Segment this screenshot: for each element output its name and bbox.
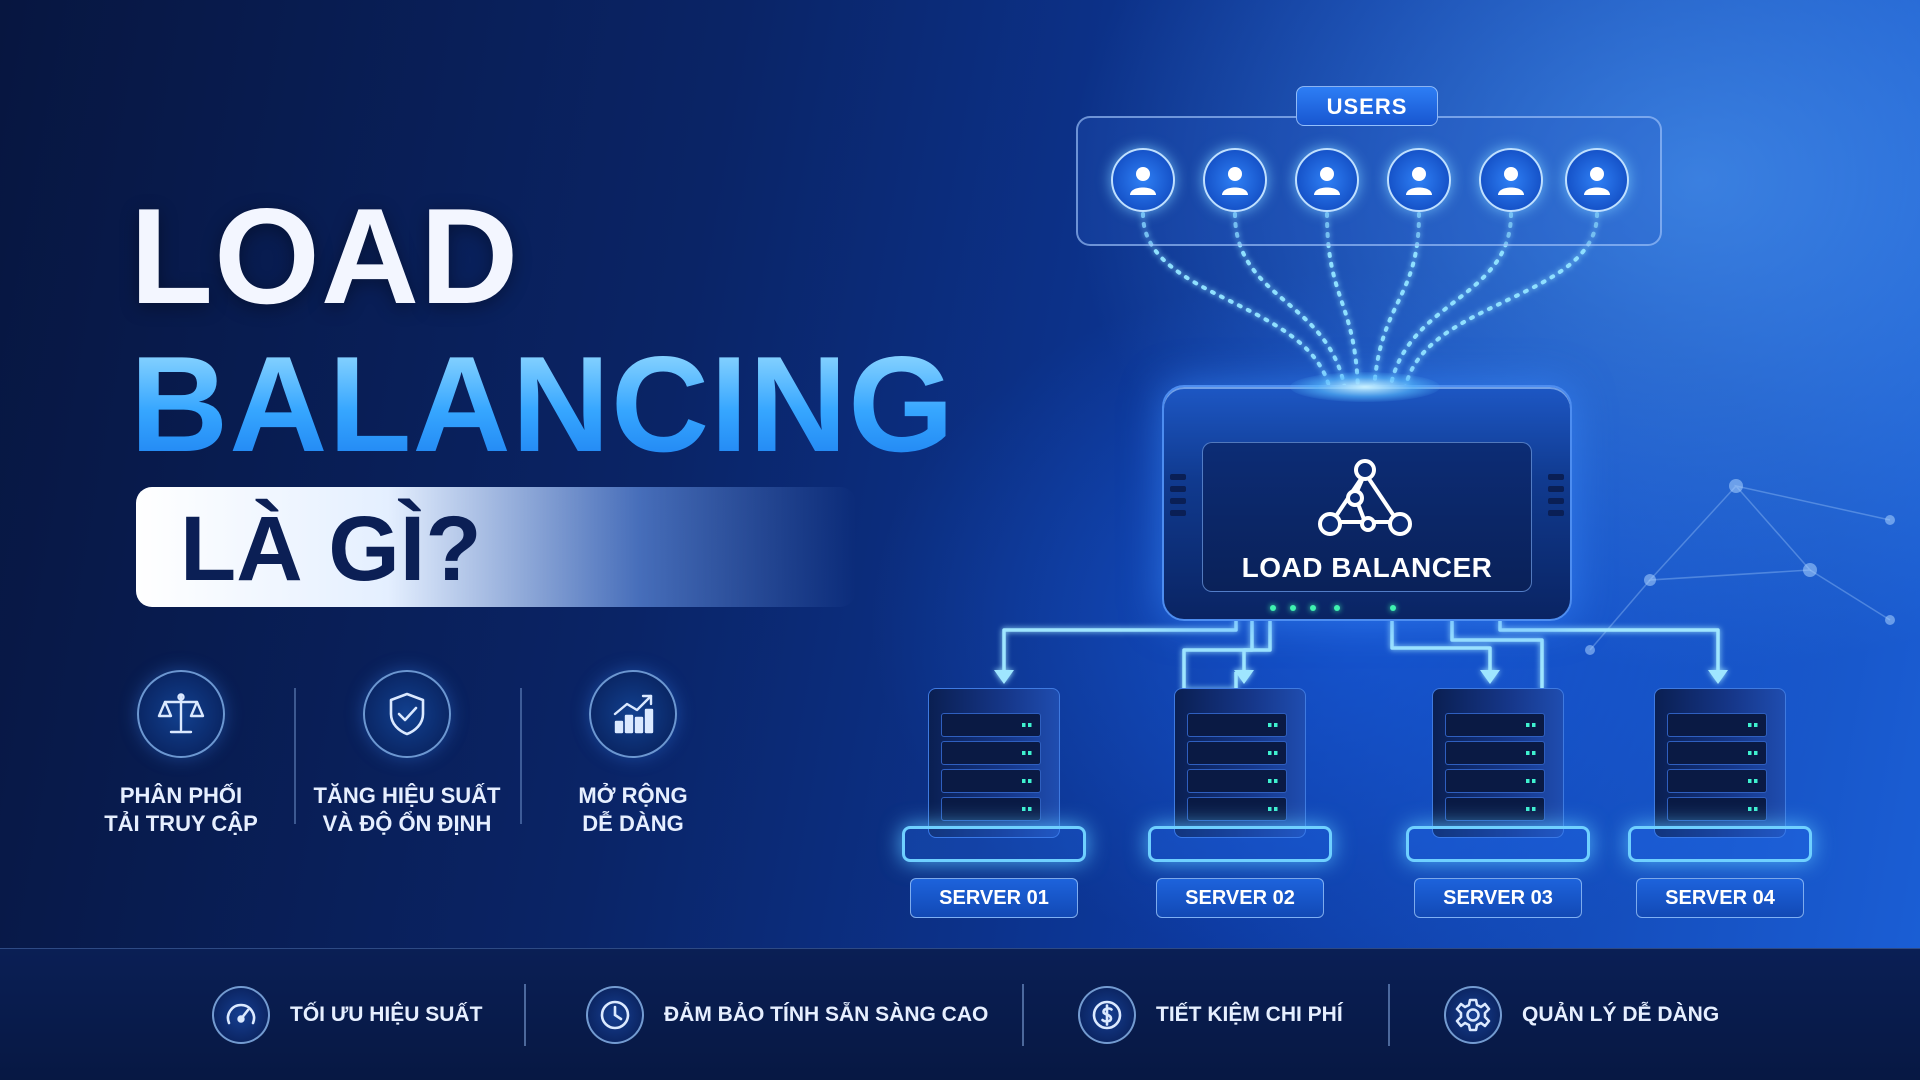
status-led (1310, 605, 1316, 611)
feature-label-line1: MỞ RỘNG (578, 783, 688, 808)
growth-chart-icon (589, 670, 677, 758)
server-label: SERVER 04 (1636, 878, 1804, 918)
feature-label-line2: DỄ DÀNG (582, 811, 684, 836)
benefit-divider (1388, 984, 1390, 1046)
vent-slot (1170, 498, 1186, 504)
feature-label-line1: TĂNG HIỆU SUẤT (313, 783, 501, 808)
benefit-divider (524, 984, 526, 1046)
server-platform (902, 826, 1086, 862)
benefit-divider (1022, 984, 1024, 1046)
feature-load-distribution: PHÂN PHỐI TẢI TRUY CẬP (76, 670, 286, 838)
user-avatar-icon (1387, 148, 1451, 212)
benefit-label: TIẾT KIỆM CHI PHÍ (1156, 1003, 1343, 1026)
title-line-2: BALANCING (130, 328, 955, 480)
feature-divider (294, 688, 296, 824)
load-balancer-label: LOAD BALANCER (1241, 552, 1493, 583)
server-rack-icon (928, 688, 1060, 838)
users-label: USERS (1296, 86, 1438, 126)
benefit-label: ĐẢM BẢO TÍNH SẴN SÀNG CAO (664, 1003, 989, 1026)
vent-slot (1548, 510, 1564, 516)
server-label: SERVER 03 (1414, 878, 1582, 918)
benefit-cost-saving: TIẾT KIỆM CHI PHÍ (1078, 985, 1343, 1045)
user-avatar-icon (1565, 148, 1629, 212)
server-02: SERVER 02 (1148, 688, 1332, 918)
benefits-bar (0, 948, 1920, 1080)
server-04: SERVER 04 (1628, 688, 1812, 918)
status-led (1334, 605, 1340, 611)
vent-slot (1170, 474, 1186, 480)
feature-label-line1: PHÂN PHỐI (119, 783, 243, 808)
benefit-high-availability: ĐẢM BẢO TÍNH SẴN SÀNG CAO (586, 985, 988, 1045)
user-avatar-icon (1203, 148, 1267, 212)
benefit-easy-management: QUẢN LÝ DỄ DÀNG (1444, 985, 1719, 1045)
subtitle-text: LÀ GÌ? (180, 498, 482, 600)
network-decoration (1585, 479, 1895, 655)
feature-label-line2: TẢI TRUY CẬP (104, 811, 258, 836)
speedometer-icon (212, 986, 270, 1044)
user-avatar-icon (1295, 148, 1359, 212)
server-label: SERVER 02 (1156, 878, 1324, 918)
load-balancer-glow (1290, 372, 1440, 402)
server-platform (1148, 826, 1332, 862)
vent-slot (1548, 498, 1564, 504)
user-avatar-icon (1479, 148, 1543, 212)
server-rack-icon (1432, 688, 1564, 838)
server-01: SERVER 01 (902, 688, 1086, 918)
feature-label-line2: VÀ ĐỘ ỔN ĐỊNH (322, 811, 492, 836)
status-led (1270, 605, 1276, 611)
benefit-label: QUẢN LÝ DỄ DÀNG (1522, 1003, 1720, 1026)
benefit-label: TỐI ƯU HIỆU SUẤT (290, 1003, 483, 1026)
feature-divider (520, 688, 522, 824)
status-led (1390, 605, 1396, 611)
shield-check-icon (363, 670, 451, 758)
vent-slot (1548, 486, 1564, 492)
gear-icon (1444, 986, 1502, 1044)
user-avatar-icon (1111, 148, 1175, 212)
clock-icon (586, 986, 644, 1044)
network-nodes-icon (1318, 459, 1412, 536)
vent-slot (1548, 474, 1564, 480)
server-platform (1406, 826, 1590, 862)
server-label: SERVER 01 (910, 878, 1078, 918)
status-led (1290, 605, 1296, 611)
scale-icon (137, 670, 225, 758)
subtitle-banner (136, 487, 856, 607)
feature-scalability: MỞ RỘNG DỄ DÀNG (528, 670, 738, 838)
vent-slot (1170, 510, 1186, 516)
dollar-icon (1078, 986, 1136, 1044)
server-rack-icon (1174, 688, 1306, 838)
benefit-optimize-performance: TỐI ƯU HIỆU SUẤT (212, 985, 482, 1045)
server-rack-icon (1654, 688, 1786, 838)
feature-performance-stability: TĂNG HIỆU SUẤT VÀ ĐỘ ỔN ĐỊNH (302, 670, 512, 838)
server-platform (1628, 826, 1812, 862)
vent-slot (1170, 486, 1186, 492)
server-03: SERVER 03 (1406, 688, 1590, 918)
title-line-1: LOAD (130, 180, 520, 332)
